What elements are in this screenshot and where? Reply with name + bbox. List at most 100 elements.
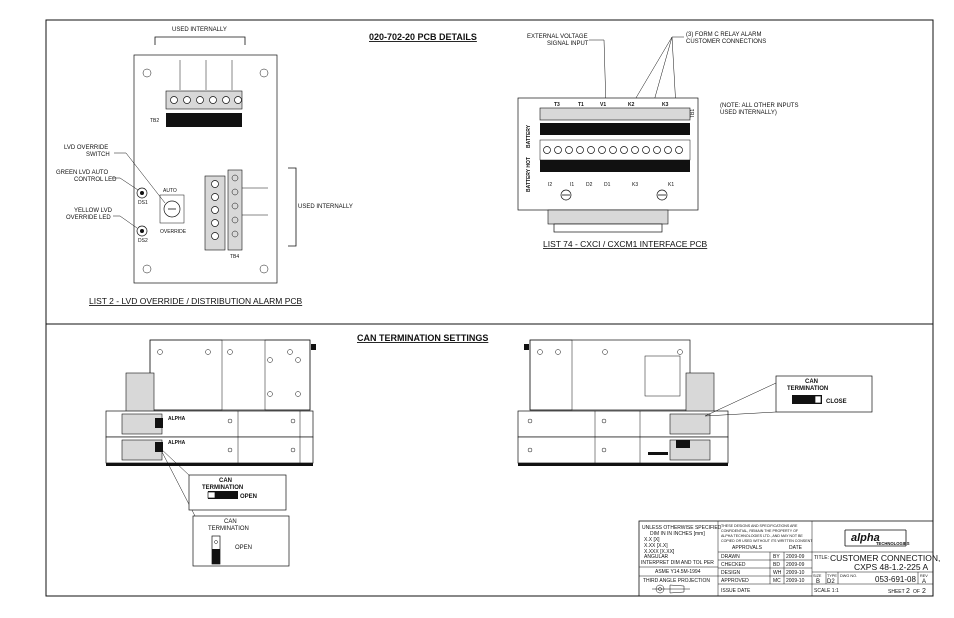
tol-line-3: X.X [X]	[644, 537, 660, 543]
row-approved-date: 2009-10	[786, 578, 805, 584]
approvals-header: APPROVALS	[732, 545, 763, 551]
form-c-label-line1: (3) FORM C RELAY ALARM	[686, 32, 761, 38]
size-value: B	[816, 579, 820, 585]
can-close-label-b: TERMINATION	[787, 386, 828, 392]
k3-top-label: K3	[662, 102, 669, 108]
list74-caption: LIST 74 - CXCI / CXCM1 INTERFACE PCB	[543, 239, 708, 249]
other-inputs-note-line1: (NOTE: ALL OTHER INPUTS	[720, 103, 798, 109]
row-design-date: 2009-10	[786, 570, 805, 576]
sheet-border	[45, 19, 934, 597]
green-led-label-line1: GREEN LVD AUTO	[56, 170, 108, 176]
list2-pcb: TB2 TB4 AUTO OVERRIDE DS1 DS2	[133, 54, 278, 284]
yellow-led-label-line1: YELLOW LVD	[74, 208, 113, 214]
lvd-switch-label-line2: SWITCH	[86, 152, 110, 158]
ext-voltage-label-line2: SIGNAL INPUT	[547, 41, 589, 47]
d2-label: D2	[586, 182, 593, 188]
green-led-label-line2: CONTROL LED	[74, 177, 117, 183]
row-design-by: WH	[773, 570, 782, 576]
green-led-leader	[112, 177, 139, 191]
tol-line-6: ANGULAR	[644, 554, 669, 560]
other-inputs-note-line2: USED INTERNALLY)	[720, 110, 777, 116]
t1-label: T1	[578, 102, 584, 108]
lvd-switch-label-line1: LVD OVERRIDE	[64, 145, 108, 151]
switch-override-label: OVERRIDE	[160, 229, 187, 235]
can-open-1-label-b: TERMINATION	[202, 485, 243, 491]
k3-bottom-label: K3	[632, 182, 638, 188]
sheet-of: OF	[913, 589, 920, 595]
row-checked-date: 2009-09	[786, 562, 805, 568]
can-close-switch[interactable]	[792, 395, 822, 404]
ext-voltage-label-line1: EXTERNAL VOLTAGE	[527, 34, 588, 40]
projection-label: THIRD ANGLE PROJECTION	[643, 578, 710, 584]
ds2-label: DS2	[138, 238, 148, 244]
date-header: DATE	[789, 545, 803, 551]
k1-label: K1	[668, 182, 674, 188]
tb2-label: TB2	[150, 118, 159, 124]
row-approved-by: MC	[773, 578, 781, 584]
row-checked-by: BD	[773, 562, 780, 568]
can-open-1-switch[interactable]	[208, 491, 238, 499]
drawing-title-line1: CUSTOMER CONNECTION,	[830, 553, 940, 563]
yellow-led-leader	[113, 215, 138, 229]
k2-label: K2	[628, 102, 635, 108]
tol-line-4: X.XX [X.X]	[644, 543, 668, 549]
row-drawn-date: 2009-09	[786, 554, 805, 560]
size-label: SIZE	[813, 574, 822, 578]
rev-label: REV	[920, 574, 928, 578]
tol-line-7: INTERPRET DIM AND TOL PER	[641, 560, 714, 566]
v1-label: V1	[600, 102, 606, 108]
title-block	[638, 520, 934, 597]
tb4-screws	[211, 180, 219, 240]
alpha-logo: alpha TECHNOLOGIES	[844, 529, 910, 547]
title-label: TITLE:	[814, 555, 829, 561]
confidential-line-3: ALPHA TECHNOLOGIES LTD., AND MAY NOT BE	[721, 534, 803, 538]
tb2-screws	[170, 96, 242, 104]
row-design-label: DESIGN	[721, 570, 741, 576]
scale-value: SCALE 1:1	[814, 588, 839, 594]
left-shelf-assembly: ALPHA ALPHA	[105, 339, 316, 466]
can-close-leader	[704, 382, 777, 417]
sheet-total: 2	[922, 588, 926, 595]
row-approved-label: APPROVED	[721, 578, 749, 584]
dwg-label: DWG NO.	[840, 574, 857, 578]
used-internally-side-bracket	[288, 167, 297, 247]
alpha-brand-bottom: ALPHA	[168, 440, 186, 446]
d1-label: D1	[604, 182, 611, 188]
tol-line-1: UNLESS OTHERWISE SPECIFIED	[642, 525, 722, 531]
sheet-label: SHEET	[888, 589, 905, 595]
can-close-box	[775, 375, 873, 413]
switch-auto-label: AUTO	[163, 188, 177, 194]
lvd-switch-leader	[114, 152, 166, 204]
used-internally-top-label: USED INTERNALLY	[172, 27, 227, 33]
can-open-2-state: OPEN	[235, 545, 252, 551]
tb1-label: TB1	[690, 109, 696, 118]
form-c-leaders	[629, 36, 684, 109]
tb4-label: TB4	[230, 254, 239, 260]
can-close-label-a: CAN	[805, 379, 818, 385]
right-shelf-assembly	[517, 339, 729, 466]
can-open-1-state: OPEN	[240, 494, 257, 500]
row-issue-date-label: ISSUE DATE	[721, 588, 751, 594]
alpha-brand-top: ALPHA	[168, 416, 186, 422]
i1-label: I1	[570, 182, 574, 188]
drawing-title-line2: CXPS 48-1.2-225 A	[854, 562, 929, 572]
row-drawn-label: DRAWN	[721, 554, 740, 560]
can-termination-title: CAN TERMINATION SETTINGS	[357, 333, 488, 343]
confidential-line-4: COPIED OR USED WITHOUT ITS WRITTEN CONSE…	[721, 539, 813, 543]
row-checked-label: CHECKED	[721, 562, 746, 568]
t3-label: T3	[554, 102, 560, 108]
logo-wordmark: alpha	[851, 532, 880, 544]
yellow-led-label-line2: OVERRIDE LED	[66, 215, 111, 221]
tol-line-5: X.XXX [X.XX]	[644, 549, 675, 555]
can-open-2-label-a: CAN	[224, 519, 237, 525]
list74-pcb: BATTERY BATTERY HOT TB1 T3 T1 V1 K2 K3 I…	[517, 97, 699, 233]
confidential-line-1: THESE DESIGNS AND SPECIFICATIONS ARE	[721, 524, 798, 528]
battery-hot-label: BATTERY HOT	[526, 157, 532, 192]
rev-value: A	[922, 579, 926, 585]
can-open-2-label-b: TERMINATION	[208, 526, 249, 532]
list2-caption: LIST 2 - LVD OVERRIDE / DISTRIBUTION ALA…	[89, 296, 303, 306]
ds1-label: DS1	[138, 200, 148, 206]
row-drawn-by: BY	[773, 554, 780, 560]
can-close-state: CLOSE	[826, 399, 847, 405]
